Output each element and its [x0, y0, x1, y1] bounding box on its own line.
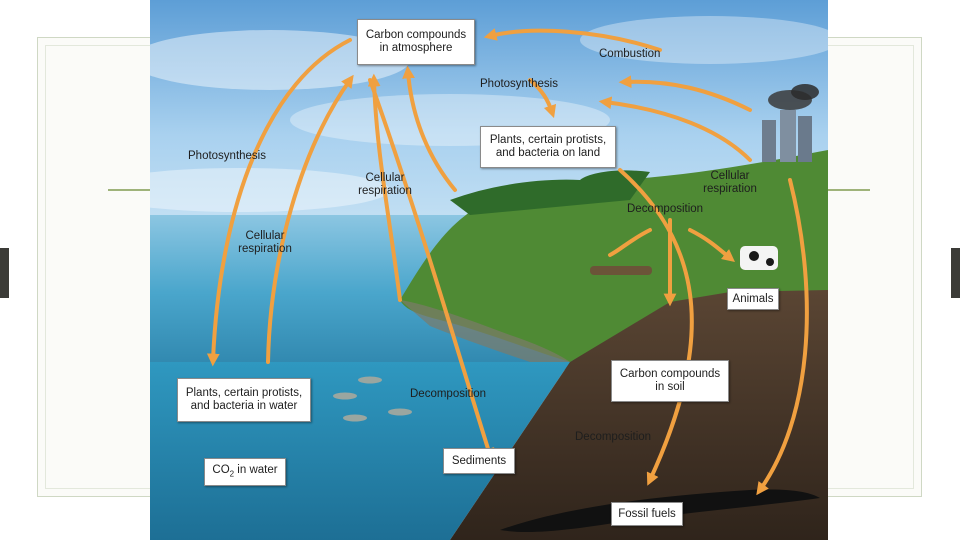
box-plants-water: Plants, certain protists, and bacteria i… — [177, 378, 311, 422]
smoke — [791, 84, 819, 100]
label-photosynthesis-water: Photosynthesis — [188, 150, 266, 162]
cloud — [150, 168, 390, 212]
carbon-cycle-scene — [150, 0, 828, 540]
factory-building — [798, 116, 812, 162]
right-tab-marker — [951, 248, 960, 298]
arrow-decomposition-water — [368, 78, 495, 462]
fish — [343, 414, 367, 422]
arrow-branch — [608, 228, 652, 257]
arrow-combustion — [483, 28, 662, 52]
arrow-cellular-respiration-land — [618, 75, 752, 112]
box-sediments: Sediments — [443, 448, 515, 474]
cow — [740, 246, 778, 270]
box-carbon-soil: Carbon compounds in soil — [611, 360, 729, 402]
carbon-cycle-figure: Carbon compounds in atmosphere Plants, c… — [150, 0, 828, 540]
label-decomposition-land: Decomposition — [627, 203, 704, 215]
fish — [388, 408, 412, 416]
label-cellular-respiration-water: Cellular respiration — [238, 230, 292, 255]
box-animals: Animals — [727, 288, 779, 310]
label-cellular-respiration-mid: Cellular respiration — [358, 172, 412, 197]
arrow-cellular-respiration-mid — [367, 73, 402, 302]
factory-building — [780, 110, 796, 162]
label-combustion: Combustion — [599, 48, 661, 60]
fish — [333, 392, 357, 400]
trees — [450, 170, 650, 215]
fallen-log — [590, 266, 652, 275]
label-decomposition-water: Decomposition — [410, 388, 487, 400]
soil-cross-section — [450, 285, 828, 540]
arrow-decomposition-to-air — [402, 65, 457, 192]
rocky-cliff — [400, 300, 570, 362]
box-co2-water: CO2 in water — [204, 458, 286, 486]
right-accent-rule — [826, 189, 870, 191]
arrow-decomposition-soil — [618, 168, 694, 486]
label-decomposition-soil: Decomposition — [575, 431, 652, 443]
arrow-photosynthesis-land — [528, 78, 557, 119]
arrow-to-fossil — [756, 178, 809, 496]
factory-building — [762, 120, 776, 162]
label-cellular-respiration-land: Cellular respiration — [703, 170, 757, 195]
cloud — [580, 16, 828, 64]
arrow-to-animals — [688, 228, 735, 262]
cow-spot — [749, 251, 759, 261]
arrow-photosynthesis-water — [206, 38, 352, 367]
arrow-cellular-respiration-water — [266, 74, 354, 364]
box-plants-land: Plants, certain protists, and bacteria o… — [480, 126, 616, 168]
left-tab-marker — [0, 248, 9, 298]
arrow-cellular-respiration-animals — [598, 96, 752, 162]
box-carbon-atmosphere: Carbon compounds in atmosphere — [357, 19, 475, 65]
left-accent-rule — [108, 189, 152, 191]
fish — [358, 376, 382, 384]
label-photosynthesis-land: Photosynthesis — [480, 78, 558, 90]
cow-spot — [766, 258, 774, 266]
box-fossil-fuels: Fossil fuels — [611, 502, 683, 526]
